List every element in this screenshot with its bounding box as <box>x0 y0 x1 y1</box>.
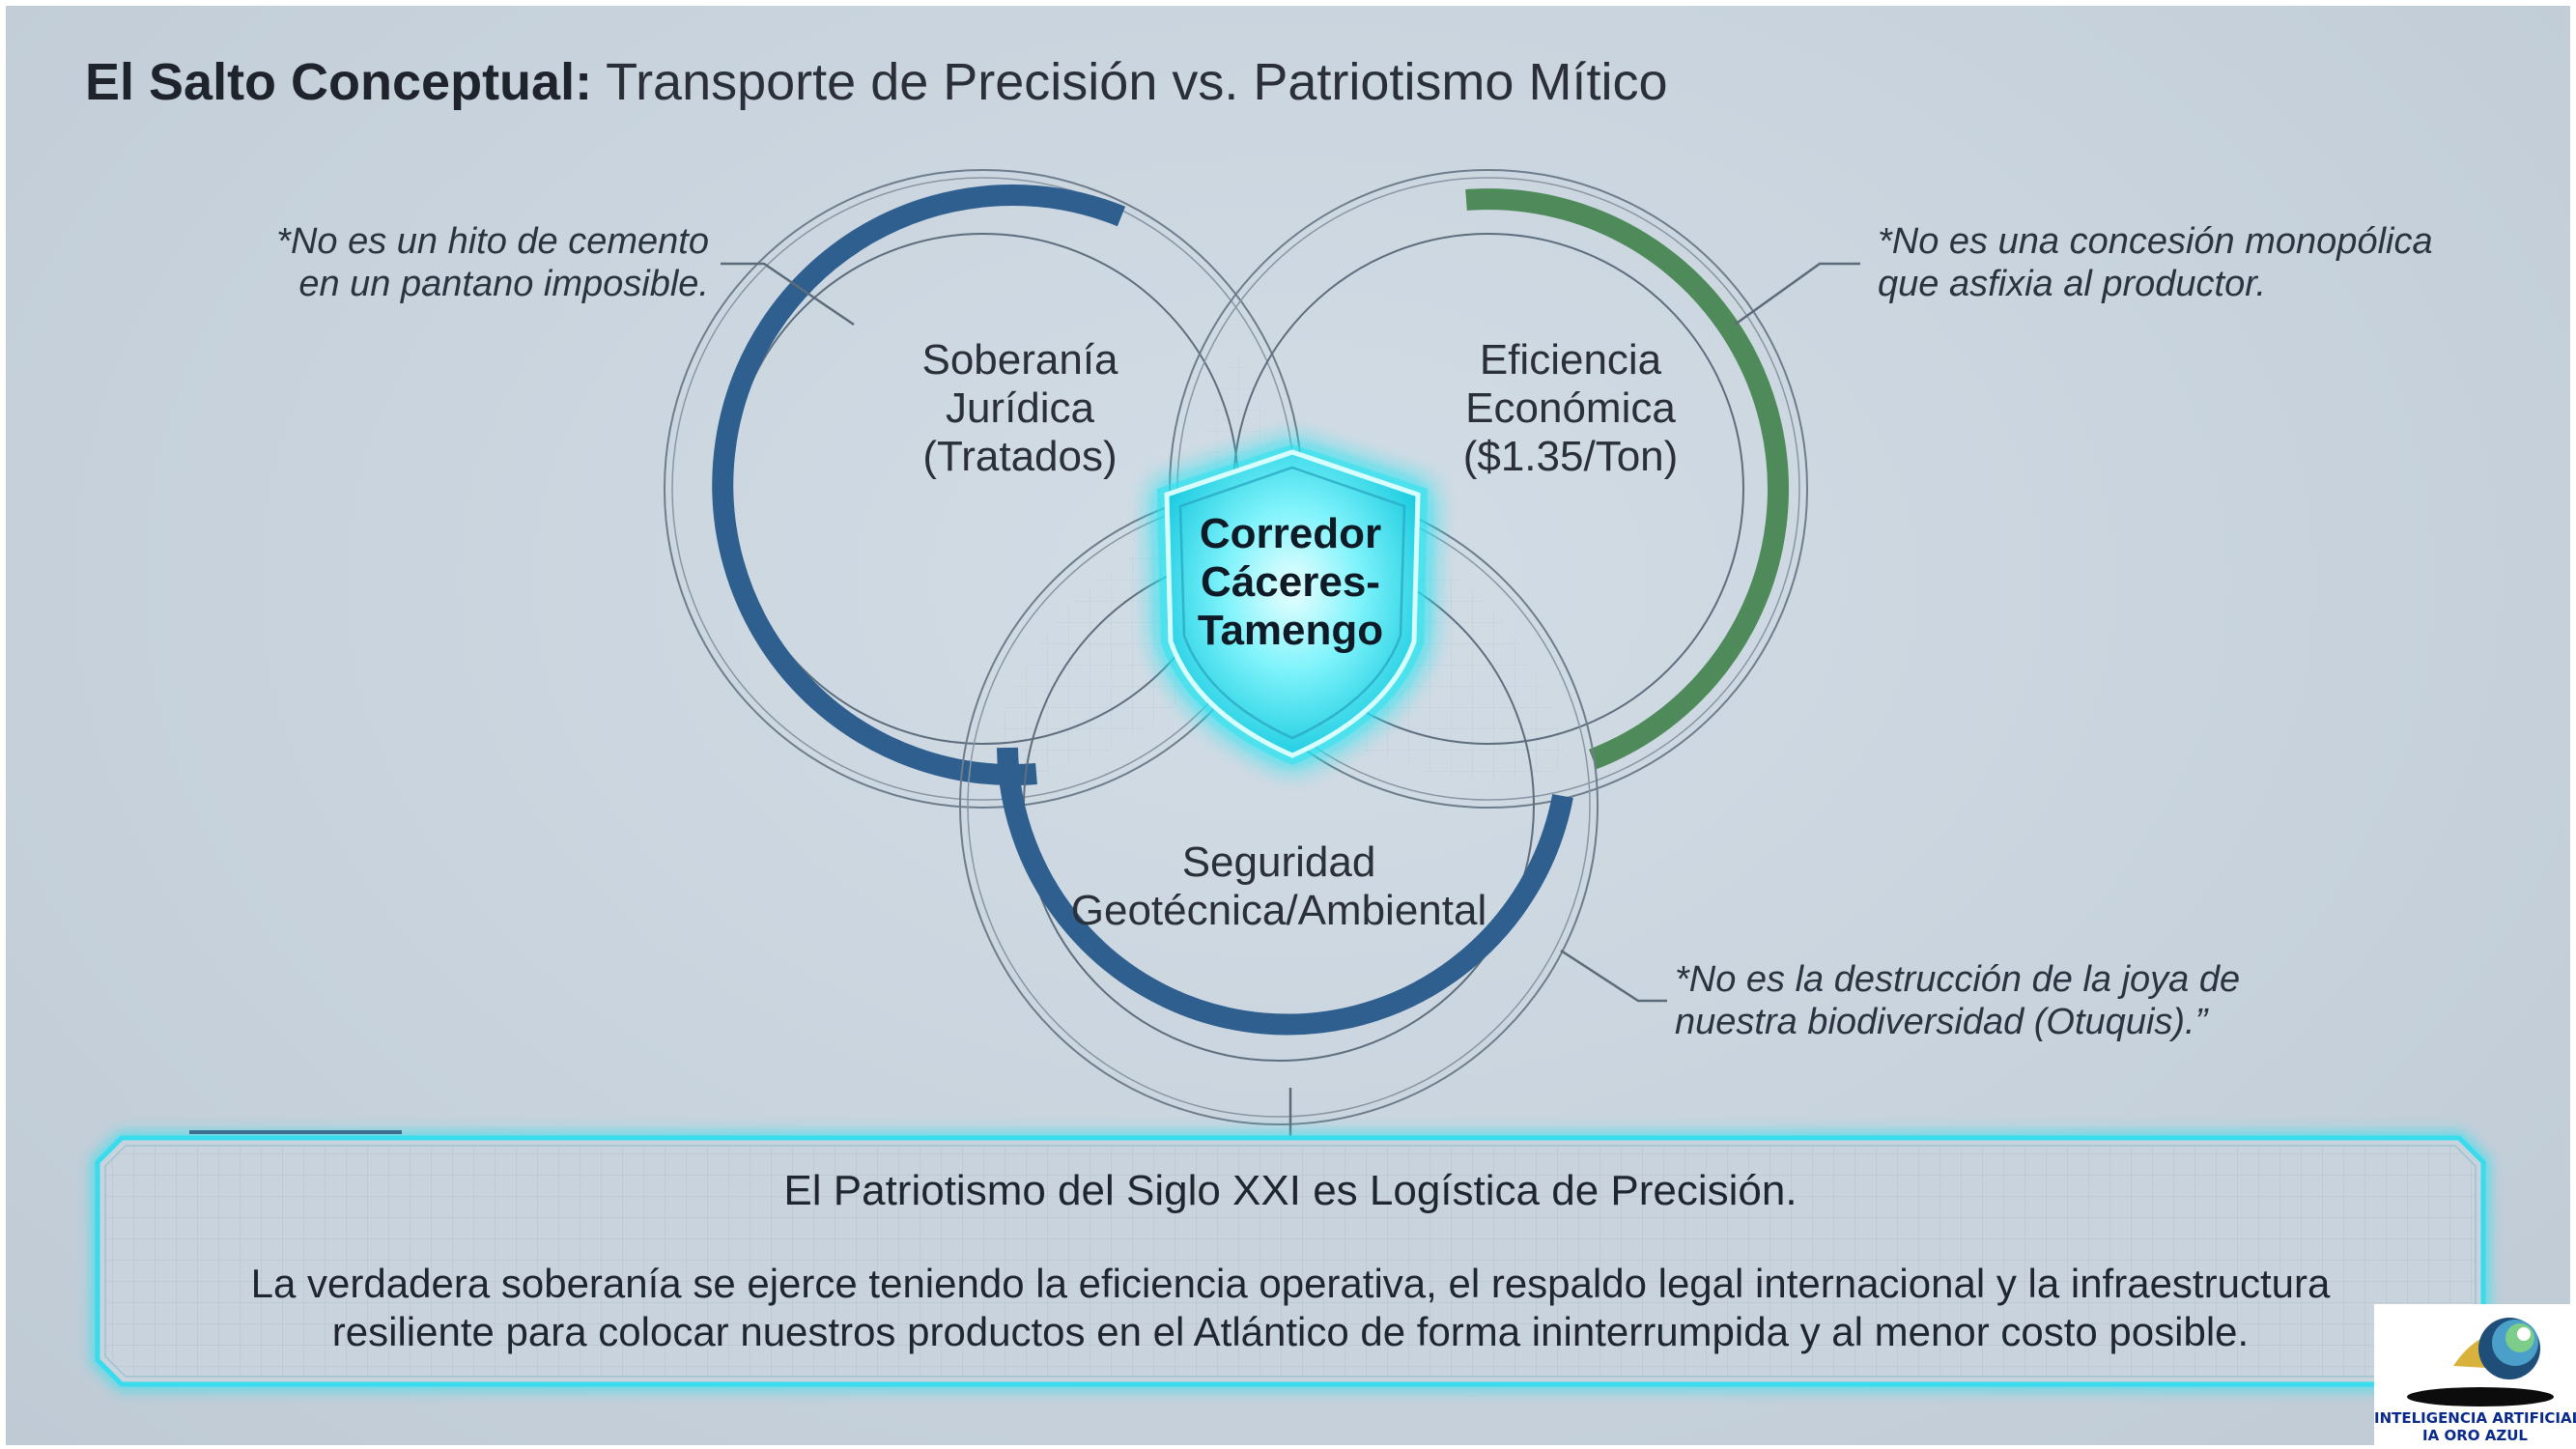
logo: INTELIGENCIA ARTIFICIAL IA ORO AZUL <box>2374 1304 2576 1449</box>
note-top-left: *No es un hito de cemento en un pantano … <box>276 221 709 304</box>
callout-line-top-left <box>721 262 855 327</box>
arc-left <box>712 185 1126 785</box>
note-top-right: *No es una concesión monopólica que asfi… <box>1878 221 2433 304</box>
callout-line-top-right <box>1734 262 1860 327</box>
callout-line-bottom-right <box>1560 949 1667 1003</box>
logo-icon <box>2407 1318 2554 1406</box>
banner-heading: El Patriotismo del Siglo XXI es Logístic… <box>783 1167 1798 1214</box>
title-bold: El Salto Conceptual: <box>85 53 593 111</box>
overlap-grid-right <box>1199 516 1569 779</box>
banner-frame <box>92 1130 2489 1390</box>
venn-diagram <box>92 169 2489 1390</box>
title-rest: Transporte de Precisión vs. Patriotismo … <box>592 53 1668 111</box>
note-bottom-right: *No es la destrucción de la joya de nues… <box>1675 959 2241 1042</box>
logo-text-line1: INTELIGENCIA ARTIFICIAL <box>2374 1409 2576 1427</box>
label-seguridad: Seguridad Geotécnica/Ambiental <box>1070 838 1487 934</box>
slide-title: El Salto Conceptual: Transporte de Preci… <box>85 52 1667 112</box>
banner-body: La verdadera soberanía se ejerce teniend… <box>250 1261 2331 1354</box>
logo-text-line2: IA ORO AZUL <box>2422 1427 2528 1444</box>
label-corredor: Corredor Cáceres- Tamengo <box>1197 510 1384 654</box>
overlap-grid-left <box>989 516 1273 779</box>
label-soberania: Soberanía Jurídica (Tratados) <box>921 336 1118 480</box>
label-eficiencia: Eficiencia Económica ($1.35/Ton) <box>1462 336 1679 480</box>
arc-bottom <box>997 747 1573 1036</box>
slide: El Salto Conceptual: Transporte de Preci… <box>6 6 2570 1445</box>
center-shield <box>1157 444 1428 765</box>
arc-right <box>1465 188 1789 770</box>
